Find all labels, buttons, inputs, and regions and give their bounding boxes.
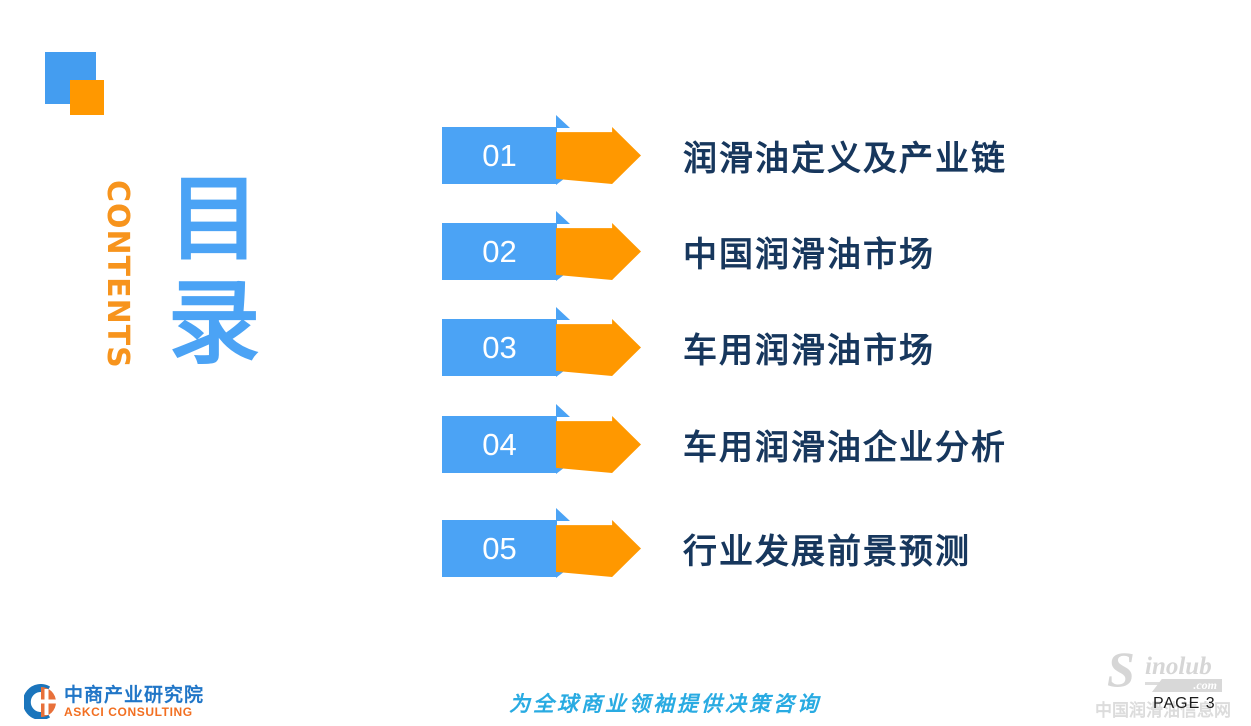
blue-peek-top-icon <box>556 307 570 320</box>
toc-label: 中国润滑油市场 <box>683 237 935 274</box>
toc-number: 02 <box>482 233 517 269</box>
arrow-right-icon <box>556 416 641 473</box>
toc-label: 行业发展前景预测 <box>683 534 971 571</box>
toc-number-box: 04 <box>442 416 557 473</box>
blue-peek-bottom-icon <box>556 568 569 578</box>
watermark-caption: 中国润滑油信息网 <box>1095 701 1231 721</box>
arrow-right-icon <box>556 319 641 376</box>
watermark-brand: inolub <box>1145 653 1212 685</box>
page-title: 目录 <box>168 166 261 377</box>
blue-peek-bottom-icon <box>556 464 569 474</box>
logo-name-en: ASKCI CONSULTING <box>64 704 193 719</box>
blue-peek-top-icon <box>556 404 570 417</box>
toc-item-4[interactable]: 04 车用润滑油企业分析 <box>0 404 1251 474</box>
toc-number-box: 05 <box>442 520 557 577</box>
toc-label: 车用润滑油市场 <box>683 333 935 370</box>
toc-label: 车用润滑油企业分析 <box>683 430 1007 467</box>
page-number: PAGE 3 <box>1153 695 1216 712</box>
sinolub-watermark: S inolub .com 中国润滑油信息网 <box>1095 641 1245 723</box>
askci-logo: 中商产业研究院 ASKCI CONSULTING <box>24 684 204 719</box>
toc-item-2[interactable]: 02 中国润滑油市场 <box>0 211 1251 281</box>
arrow-right-icon <box>556 127 641 184</box>
footer-slogan: 为全球商业领袖提供决策咨询 <box>509 692 821 716</box>
toc-item-1[interactable]: 01 润滑油定义及产业链 <box>0 115 1251 185</box>
logo-name-cn: 中商产业研究院 <box>64 683 205 706</box>
watermark-initial: S <box>1107 641 1135 697</box>
toc-number-box: 03 <box>442 319 557 376</box>
blue-peek-top-icon <box>556 508 570 521</box>
toc-number-box: 01 <box>442 127 557 184</box>
decor-orange-square <box>70 80 104 115</box>
watermark-ribbon: .com <box>1152 679 1222 692</box>
contents-vertical-label: CONTENTS <box>100 180 135 369</box>
toc-number: 03 <box>482 329 517 365</box>
toc-item-5[interactable]: 05 行业发展前景预测 <box>0 508 1251 578</box>
arrow-right-icon <box>556 223 641 280</box>
toc-number-box: 02 <box>442 223 557 280</box>
toc-number: 05 <box>482 530 517 566</box>
toc-item-3[interactable]: 03 车用润滑油市场 <box>0 307 1251 377</box>
blue-peek-bottom-icon <box>556 271 569 281</box>
blue-peek-bottom-icon <box>556 367 569 377</box>
watermark-domain: .com <box>1193 678 1217 692</box>
blue-peek-top-icon <box>556 211 570 224</box>
toc-label: 润滑油定义及产业链 <box>683 141 1007 178</box>
arrow-right-icon <box>556 520 641 577</box>
toc-number: 04 <box>482 426 517 462</box>
toc-number: 01 <box>482 137 517 173</box>
blue-peek-bottom-icon <box>556 175 569 185</box>
askci-logo-icon <box>24 684 56 719</box>
blue-peek-top-icon <box>556 115 570 128</box>
